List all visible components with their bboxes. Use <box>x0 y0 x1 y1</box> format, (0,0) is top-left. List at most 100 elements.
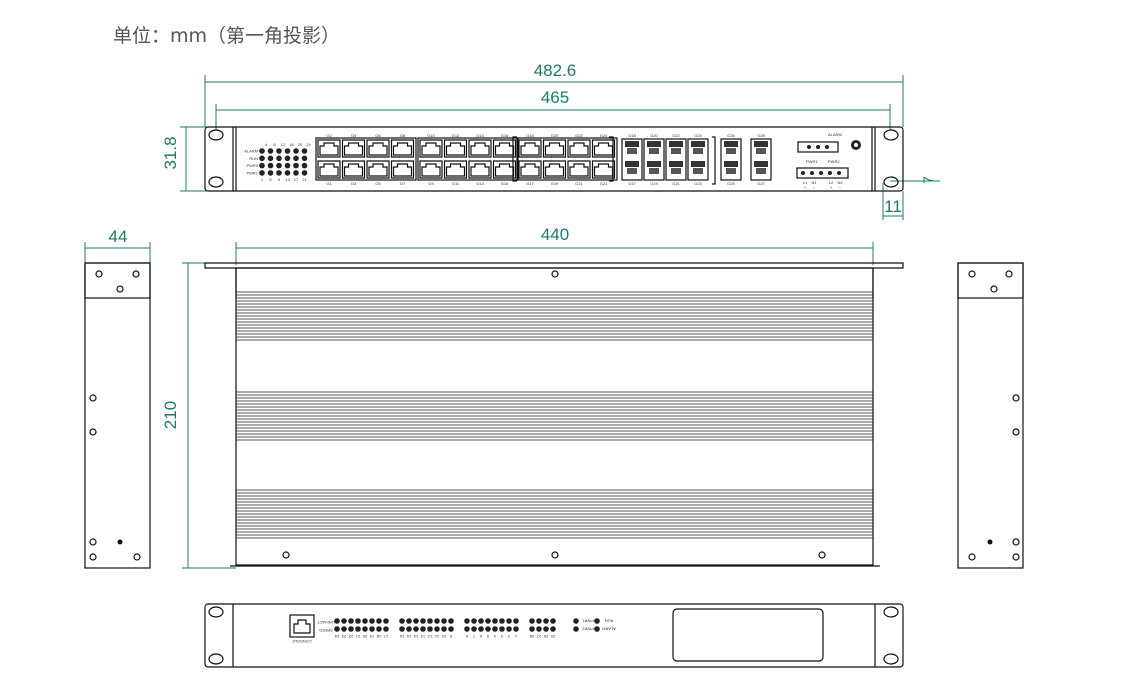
port-label: G12 <box>452 133 460 138</box>
port-number: 1 <box>514 634 517 639</box>
dim-body-width: 440 <box>541 225 569 244</box>
port-label: G17 <box>628 181 636 186</box>
rj45-port-group <box>417 137 519 181</box>
rj45-port-group <box>516 137 618 181</box>
port-number: 15 <box>406 634 411 639</box>
port-label: G24 <box>600 133 608 138</box>
link-led <box>492 618 498 624</box>
speed-led <box>399 626 405 632</box>
link-led <box>355 618 361 624</box>
port-label: G10 <box>427 133 435 138</box>
port-label: G7 <box>400 181 406 186</box>
speed-led <box>485 626 491 632</box>
speed-led <box>543 626 549 632</box>
rj45-port <box>542 160 567 179</box>
port-label: G23 <box>600 181 608 186</box>
terminal-pin <box>816 145 820 149</box>
port-label: G20 <box>551 133 559 138</box>
port-label: G24 <box>694 133 702 138</box>
port-number: 22 <box>348 634 353 639</box>
port-number: 14 <box>413 634 418 639</box>
link-led <box>478 618 484 624</box>
led-column-number: 5 <box>269 177 272 182</box>
console-label: CONSOLE <box>292 639 312 644</box>
rj45-port <box>390 160 415 179</box>
status-led <box>259 162 265 169</box>
sfp-latch <box>671 148 681 154</box>
sfp-latch <box>693 168 703 174</box>
link-led <box>506 618 512 624</box>
dim-depth: 210 <box>161 401 180 429</box>
power-pin-label: N1 <box>811 180 817 185</box>
port-label: G11 <box>452 181 460 186</box>
rj45-port <box>317 139 341 158</box>
port-number: 2 <box>507 634 510 639</box>
port-number: 13 <box>420 634 425 639</box>
power-pin-label: L1 <box>803 180 808 185</box>
sfp-port <box>724 141 738 147</box>
speed-led <box>420 626 426 632</box>
port-label: G16 <box>501 133 509 138</box>
sfp-port <box>647 141 661 147</box>
status-led <box>276 148 282 154</box>
port-number: 9 <box>449 634 452 639</box>
port-number: 17 <box>383 634 388 639</box>
port-number: 8 <box>465 634 468 639</box>
port-number: 10 <box>441 634 446 639</box>
link-led <box>550 618 556 624</box>
status-led <box>573 618 579 624</box>
led-column-number: 17 <box>294 177 299 182</box>
led-column-number: 1 <box>261 177 264 182</box>
port-label: G4 <box>351 133 357 138</box>
speed-led <box>471 626 477 632</box>
led-column-number: 13 <box>285 177 290 182</box>
link-led <box>543 618 549 624</box>
status-led <box>259 148 265 154</box>
link-led <box>334 618 340 624</box>
status-led <box>301 162 308 169</box>
port-label: G19 <box>650 181 658 186</box>
rj45-port <box>542 139 567 158</box>
port-number: 16 <box>399 634 404 639</box>
port-label: G19 <box>551 181 559 186</box>
sfp-latch <box>627 148 637 154</box>
status-led <box>284 162 291 169</box>
speed-led <box>334 626 340 632</box>
speed-led <box>406 626 412 632</box>
port-number: 24 <box>334 634 339 639</box>
sfp-port <box>754 161 768 167</box>
sfp-port <box>647 161 661 167</box>
side-view-right <box>957 262 1024 569</box>
port-label: G27 <box>757 181 765 186</box>
led-label: RUN <box>249 156 258 161</box>
port-label: G18 <box>628 133 636 138</box>
terminal-pin <box>828 171 832 175</box>
sfp-latch <box>649 168 659 174</box>
port-label: G26 <box>727 133 735 138</box>
port-label: G3 <box>351 181 357 186</box>
status-led <box>293 155 299 162</box>
link-led <box>485 618 491 624</box>
speed-led <box>434 626 440 632</box>
port-number: 3 <box>500 634 503 639</box>
side-view-left: 44 <box>84 227 151 569</box>
port-label: G22 <box>672 133 680 138</box>
speed-led <box>464 626 470 632</box>
terminal-pin <box>810 171 814 175</box>
power-polarity: − <box>839 185 842 190</box>
status-label: ALARM <box>602 627 616 632</box>
link-led <box>406 618 412 624</box>
sfp-port <box>669 141 683 147</box>
status-led <box>259 155 265 162</box>
speed-led <box>383 626 389 632</box>
status-led <box>267 170 274 176</box>
status-led <box>267 162 274 169</box>
port-number: 28 <box>529 634 534 639</box>
led-column-number: 16 <box>289 142 294 147</box>
rj45-port <box>567 139 591 158</box>
link-led <box>427 618 433 624</box>
speed-led <box>355 626 361 632</box>
status-led <box>276 170 282 176</box>
status-led <box>594 618 600 624</box>
sfp-latch <box>756 148 766 154</box>
